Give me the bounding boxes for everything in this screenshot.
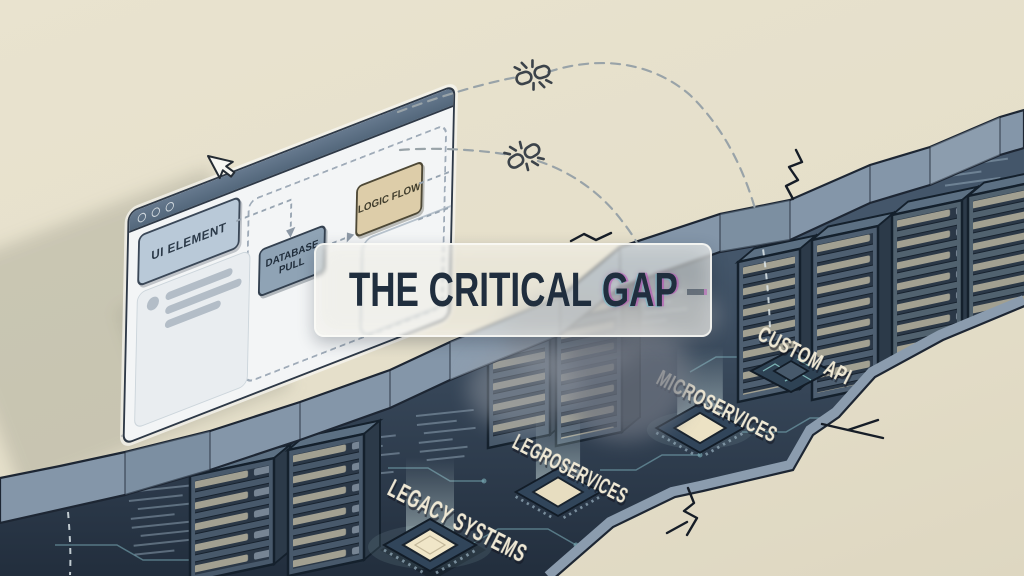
code-panel xyxy=(415,408,476,462)
smoke-cloud xyxy=(560,318,690,440)
broken-link-icon xyxy=(513,59,553,91)
flow-arrows xyxy=(236,170,450,248)
code-panel xyxy=(351,434,400,477)
falling-dashed-line-left xyxy=(67,511,72,576)
label-custom-api: CUSTOM API xyxy=(754,321,856,390)
connector-curve-top xyxy=(546,62,758,214)
smoke-cloud xyxy=(468,348,580,430)
banner-title-main: THE CRITICAL xyxy=(348,263,592,317)
chip-legacy-systems xyxy=(368,457,492,576)
server-rack xyxy=(284,418,384,576)
falling-dashed-line xyxy=(756,213,771,331)
server-rack xyxy=(808,210,898,402)
label-legroservices: LEGROSERVICES xyxy=(509,429,633,508)
banner-title-glitch: GAP xyxy=(601,263,678,317)
server-rack xyxy=(734,233,820,404)
server-rack xyxy=(964,166,1024,368)
label-legacy-systems: LEGACY SYSTEMS xyxy=(383,474,531,568)
chip-custom-api xyxy=(748,348,834,394)
connector-curve-bottom xyxy=(536,159,643,252)
glitch-dash-artifact xyxy=(687,289,704,295)
code-panel xyxy=(127,482,206,556)
broken-link-icon xyxy=(503,140,545,172)
server-rack xyxy=(186,442,294,576)
browser-window: UI ELEMENT DATABASE PULL LOGIC FLOW xyxy=(122,84,456,446)
code-panel xyxy=(939,148,1010,232)
title-banner: THE CRITICAL GAP xyxy=(314,243,712,337)
banner-title: THE CRITICAL GAP xyxy=(349,263,678,318)
server-rack xyxy=(888,184,982,387)
